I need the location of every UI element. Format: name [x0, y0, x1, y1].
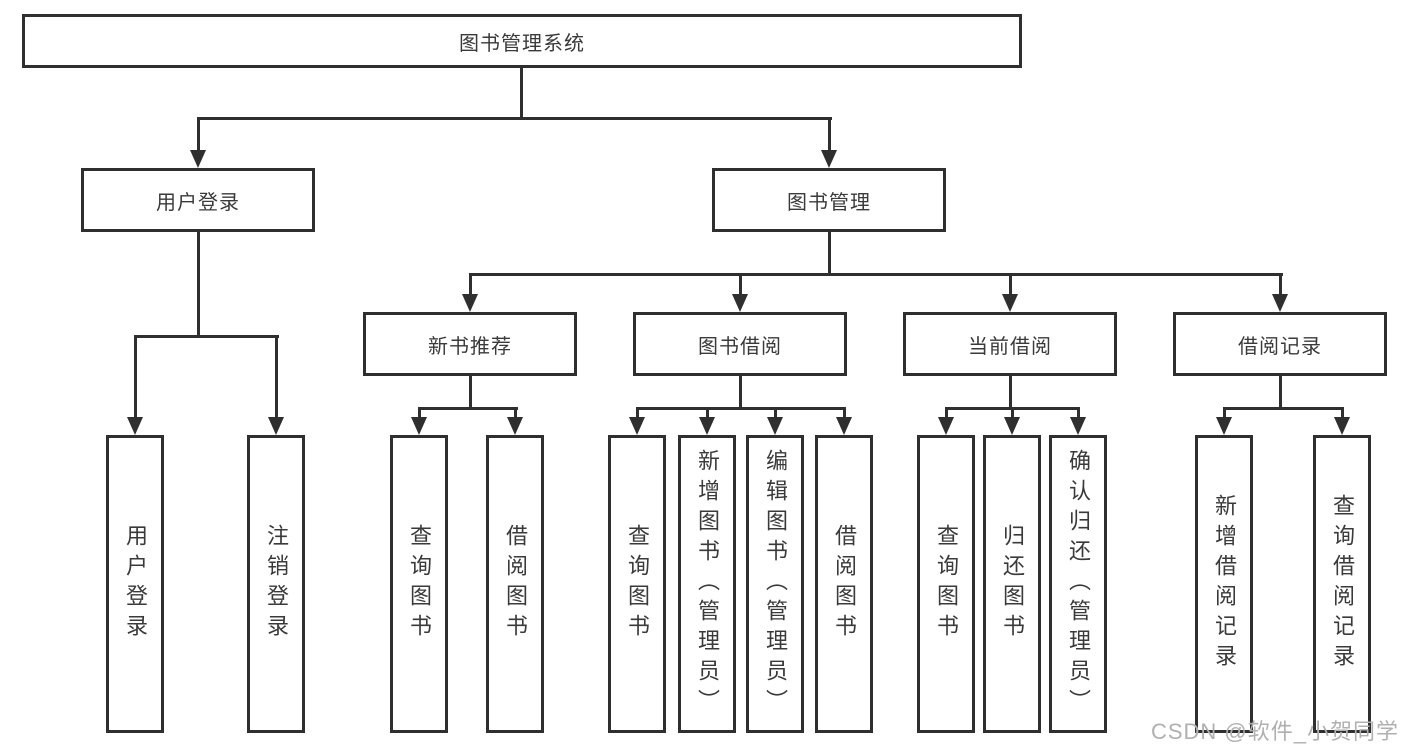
connector-borrowing-horizontal	[636, 407, 846, 410]
connector-shaft	[418, 407, 421, 419]
node-book-borrowing: 图书借阅	[633, 312, 847, 376]
connector-shaft	[774, 407, 777, 419]
connector-userlogin-stem	[197, 230, 200, 338]
arrow-down-icon	[1272, 294, 1288, 312]
connector-root-stem	[520, 66, 523, 119]
leaf-borrow-books-newbooks: 借阅图书	[486, 435, 544, 733]
connector-shaft	[1009, 273, 1012, 297]
connector-shaft	[1077, 407, 1080, 419]
connector-newbooks-horizontal	[418, 407, 518, 410]
connector-shaft	[1279, 273, 1282, 297]
connector-shaft	[469, 273, 472, 297]
arrow-down-icon	[1070, 417, 1086, 435]
connector-bookmgmt-horizontal	[469, 273, 1283, 276]
arrow-down-icon	[836, 417, 852, 435]
arrow-down-icon	[127, 417, 143, 435]
connector-shaft	[636, 407, 639, 419]
node-library-management-system: 图书管理系统	[22, 14, 1022, 68]
connector-shaft	[275, 335, 278, 420]
connector-records-horizontal	[1223, 407, 1344, 410]
arrow-down-icon	[732, 294, 748, 312]
connector-records-stem	[1279, 374, 1282, 410]
node-book-management: 图书管理	[712, 168, 946, 232]
leaf-query-books-borrowing: 查询图书	[608, 435, 666, 733]
node-user-login: 用户登录	[81, 168, 315, 232]
leaf-query-books-current: 查询图书	[917, 435, 975, 733]
arrow-down-icon	[1002, 294, 1018, 312]
arrow-down-icon	[462, 294, 478, 312]
connector-newbooks-stem	[469, 374, 472, 410]
connector-current-stem	[1009, 374, 1012, 410]
connector-shaft	[706, 407, 709, 419]
leaf-return-books: 归还图书	[983, 435, 1041, 733]
arrow-down-icon	[268, 417, 284, 435]
arrow-down-icon	[629, 417, 645, 435]
arrow-down-icon	[821, 150, 837, 168]
leaf-add-books-admin: 新增图书（管理员）	[678, 435, 736, 733]
connector-shaft	[1223, 407, 1226, 419]
node-borrowing-records: 借阅记录	[1173, 312, 1387, 376]
leaf-logout: 注销登录	[247, 435, 305, 733]
node-current-borrowing: 当前借阅	[903, 312, 1117, 376]
arrow-down-icon	[1216, 417, 1232, 435]
connector-bookmgmt-stem	[828, 230, 831, 276]
leaf-add-borrow-record: 新增借阅记录	[1195, 435, 1253, 733]
connector-shaft	[1011, 407, 1014, 419]
connector-shaft	[843, 407, 846, 419]
connector-shaft	[134, 335, 137, 420]
connector-borrowing-stem	[739, 374, 742, 410]
arrow-down-icon	[507, 417, 523, 435]
arrow-down-icon	[411, 417, 427, 435]
arrow-down-icon	[699, 417, 715, 435]
connector-shaft	[197, 117, 200, 153]
arrow-down-icon	[1334, 417, 1350, 435]
leaf-borrow-books-borrowing: 借阅图书	[815, 435, 873, 733]
arrow-down-icon	[190, 150, 206, 168]
connector-userlogin-horizontal	[134, 335, 279, 338]
leaf-confirm-return-admin: 确认归还（管理员）	[1049, 435, 1107, 733]
leaf-query-borrow-record: 查询借阅记录	[1313, 435, 1371, 733]
connector-shaft	[514, 407, 517, 419]
node-new-book-recommendation: 新书推荐	[363, 312, 577, 376]
arrow-down-icon	[1004, 417, 1020, 435]
connector-shaft	[828, 117, 831, 153]
leaf-user-login: 用户登录	[106, 435, 164, 733]
connector-shaft	[739, 273, 742, 297]
arrow-down-icon	[938, 417, 954, 435]
watermark: CSDN @软件_小贺同学	[1150, 719, 1399, 744]
connector-shaft	[1341, 407, 1344, 419]
connector-shaft	[945, 407, 948, 419]
connector-root-horizontal	[197, 117, 832, 120]
leaf-edit-books-admin: 编辑图书（管理员）	[746, 435, 804, 733]
arrow-down-icon	[767, 417, 783, 435]
leaf-query-books-newbooks: 查询图书	[390, 435, 448, 733]
